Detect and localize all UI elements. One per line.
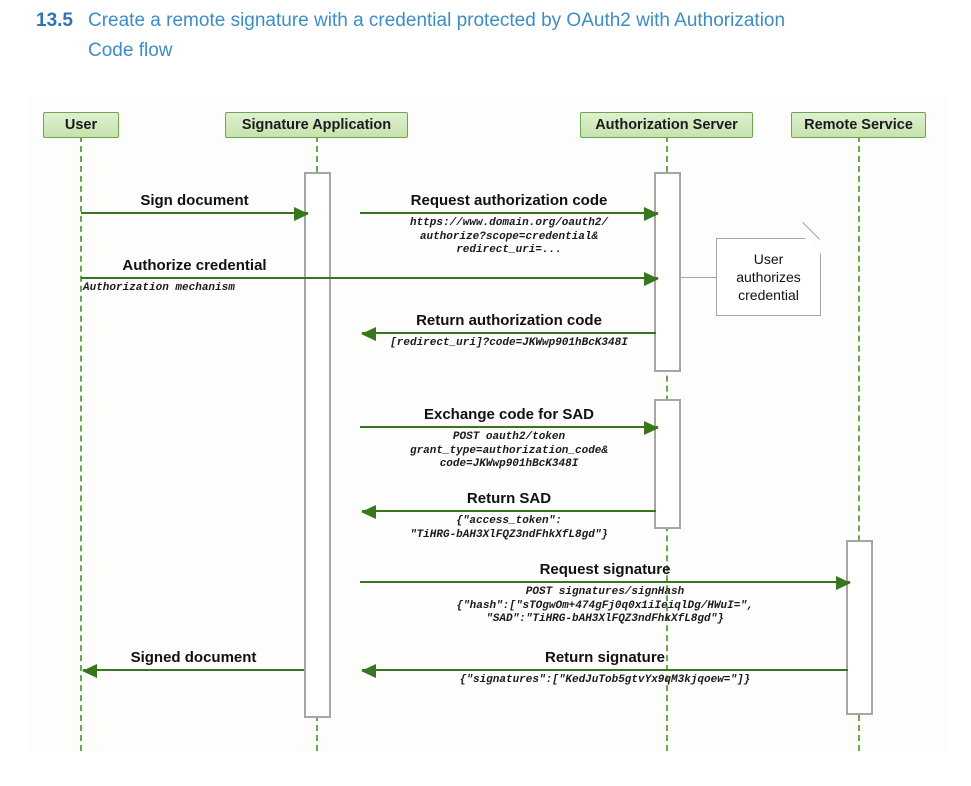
arrowhead-right-icon [644,272,659,286]
arrowhead-left-icon [361,327,376,341]
arrowhead-right-icon [644,421,659,435]
note-fold-corner-icon [804,237,822,255]
arrowhead-right-icon [644,207,659,221]
heading-title: Create a remote signature with a credent… [88,10,786,61]
participant-authorization-server[interactable]: Authorization Server [580,112,753,138]
message-payload-8: {"signatures":["KedJuTob5gtvYx9qM3kjqoew… [459,674,751,686]
message-arrow-9 [82,664,304,678]
arrowhead-right-icon [836,576,851,590]
message-label-5: Exchange code for SAD [423,406,595,423]
activation-bar-remote-service [846,540,873,715]
arrowhead-left-icon [361,505,376,519]
activation-bar-signature-application [304,172,331,718]
message-payload-2: https://www.domain.org/oauth2/ authorize… [409,217,609,256]
message-payload-5: POST oauth2/token grant_type=authorizati… [409,431,609,470]
participant-authorization-server-label: Authorization Server [595,117,738,133]
message-label-7: Request signature [539,561,671,578]
message-payload-4: [redirect_uri]?code=JKWwp901hBcK348I [390,337,628,349]
message-label-9: Signed document [130,649,257,666]
message-arrow-3 [81,272,659,286]
message-payload-3: Authorization mechanism [83,282,235,294]
participant-remote-service-label: Remote Service [804,117,913,133]
message-arrow-7 [360,576,851,590]
message-label-4: Return authorization code [416,312,602,329]
note-connector-line [681,277,717,278]
message-arrow-6 [361,505,656,519]
arrowhead-left-icon [82,664,97,678]
message-label-6: Return SAD [466,490,552,507]
participant-remote-service[interactable]: Remote Service [791,112,926,138]
message-label-8: Return signature [544,649,665,666]
message-payload-7: POST signatures/signHash {"hash":["sTOgw… [456,586,754,625]
participant-signature-application-label: Signature Application [241,117,392,133]
participant-user-label: User [64,117,98,133]
arrowhead-left-icon [361,664,376,678]
participant-user[interactable]: User [43,112,119,138]
message-label-2: Request authorization code [410,192,608,209]
message-arrow-4 [361,327,656,341]
sequence-diagram-canvas: User Signature Application Authorization… [30,96,950,751]
lifeline-user [80,126,82,751]
message-arrow-1 [81,207,309,221]
message-label-1: Sign document [140,192,249,209]
participant-signature-application[interactable]: Signature Application [225,112,408,138]
activation-bar-authorization-server-2 [654,399,681,529]
message-arrow-5 [360,421,659,435]
message-payload-6: {"access_token": "TiHRG-bAH3XlFQZ3ndFhkX… [409,515,609,541]
note-user-authorizes-credential: User authorizes credential [716,222,822,316]
message-label-3: Authorize credential [122,257,267,274]
section-heading: 13.5 Create a remote signature with a cr… [36,6,916,66]
heading-number: 13.5 [36,10,73,31]
lifeline-remote-service [858,126,860,751]
message-arrow-2 [360,207,659,221]
note-text: User authorizes credential [736,251,801,303]
message-arrow-8 [361,664,848,678]
arrowhead-right-icon [294,207,309,221]
